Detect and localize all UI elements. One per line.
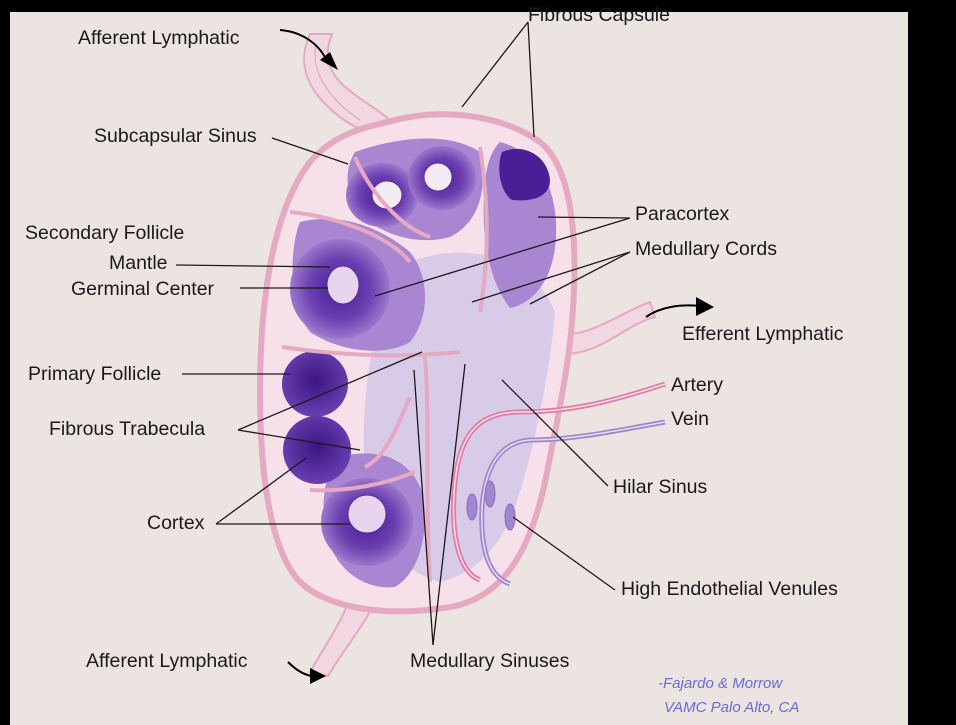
germinal-center-3: [327, 266, 359, 304]
label-paracortex: Paracortex: [635, 205, 729, 225]
label-primary-follicle: Primary Follicle: [28, 365, 161, 385]
label-artery: Artery: [671, 376, 723, 396]
label-secondary-follicle: Secondary Follicle: [25, 224, 184, 244]
label-hilar-sinus: Hilar Sinus: [613, 478, 707, 498]
label-mantle: Mantle: [109, 254, 168, 274]
germinal-center-4: [348, 495, 386, 533]
label-subcapsular-sinus: Subcapsular Sinus: [94, 127, 257, 147]
efferent-arrow: [646, 297, 714, 317]
label-cortex: Cortex: [147, 514, 204, 534]
label-fibrous-trabecula: Fibrous Trabecula: [49, 420, 205, 440]
primary-follicle-lower: [283, 416, 351, 484]
credit-authors: -Fajardo & Morrow: [658, 676, 782, 691]
label-medullary-sinuses: Medullary Sinuses: [410, 652, 569, 672]
label-medullary-cords: Medullary Cords: [635, 240, 777, 260]
credit-institution: VAMC Palo Alto, CA: [664, 700, 799, 715]
slide-background: Fibrous Capsule Afferent Lymphatic Subca…: [10, 12, 908, 725]
label-afferent-lymphatic-bottom: Afferent Lymphatic: [86, 652, 248, 672]
label-fibrous-capsule: Fibrous Capsule: [528, 6, 670, 26]
label-efferent-lymphatic: Efferent Lymphatic: [682, 325, 844, 345]
label-high-endothelial-venules: High Endothelial Venules: [621, 580, 838, 600]
label-vein: Vein: [671, 410, 709, 430]
label-afferent-lymphatic-top: Afferent Lymphatic: [78, 29, 240, 49]
germinal-center-2: [424, 163, 452, 191]
label-germinal-center: Germinal Center: [71, 280, 214, 300]
